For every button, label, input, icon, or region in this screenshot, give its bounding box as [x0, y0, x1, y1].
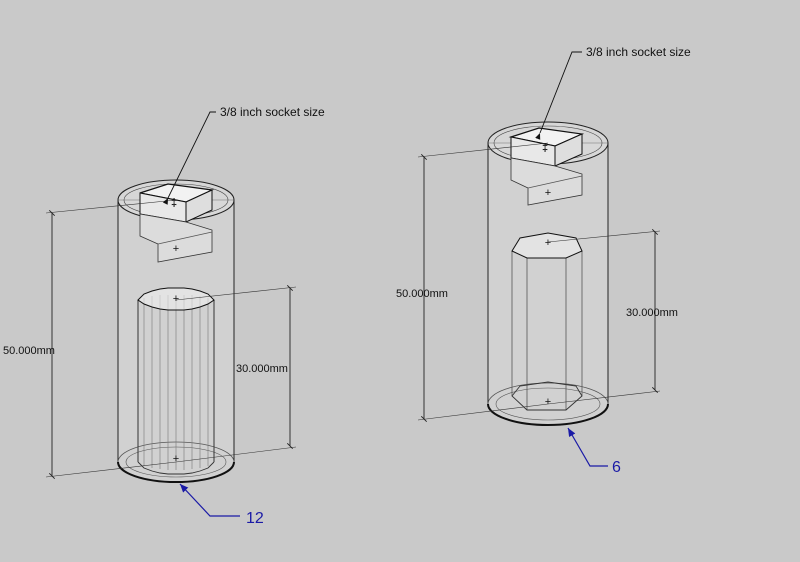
- left-cylinder-bottom-edge: [117, 461, 235, 483]
- left-dodecagon-bore: + +: [137, 287, 215, 475]
- right-socket-callout: 3/8 inch socket size: [535, 45, 691, 140]
- left-segment-count: 12: [246, 510, 264, 527]
- left-callout-label: 3/8 inch socket size: [220, 105, 325, 119]
- left-inner-label: 30.000mm: [236, 363, 288, 375]
- right-segment-leader: 6: [567, 427, 621, 476]
- svg-text:‡: ‡: [542, 142, 548, 154]
- right-segment-count: 6: [612, 459, 621, 476]
- left-socket-callout: 3/8 inch socket size: [162, 105, 325, 205]
- left-inner-dimension: 30.000mm: [175, 284, 297, 463]
- right-hexagon-bore: + +: [511, 232, 583, 411]
- svg-text:+: +: [173, 453, 179, 465]
- right-height-label: 50.000mm: [396, 288, 448, 300]
- right-inner-dimension: 30.000mm: [547, 228, 678, 405]
- svg-text:+: +: [545, 396, 551, 408]
- right-callout-label: 3/8 inch socket size: [586, 45, 691, 59]
- svg-text:+: +: [545, 237, 551, 249]
- right-height-dimension: 50.000mm: [396, 142, 549, 423]
- left-segment-leader: 12: [179, 483, 264, 527]
- right-cylinder-bottom-edge: [487, 403, 609, 426]
- svg-text:+: +: [173, 243, 179, 255]
- svg-text:+: +: [173, 293, 179, 305]
- right-inner-label: 30.000mm: [626, 307, 678, 319]
- right-socket-model[interactable]: ‡ + + + 50.000mm 30.000mm 3/8 inch socke…: [396, 45, 691, 476]
- svg-text:‡: ‡: [171, 197, 177, 209]
- left-height-label: 50.000mm: [3, 345, 55, 357]
- right-square-socket: ‡ +: [508, 127, 585, 206]
- left-height-dimension: 50.000mm: [3, 199, 177, 480]
- svg-text:+: +: [545, 187, 551, 199]
- left-socket-model[interactable]: ‡ + + + 50.000mm 30.000mm: [3, 105, 325, 527]
